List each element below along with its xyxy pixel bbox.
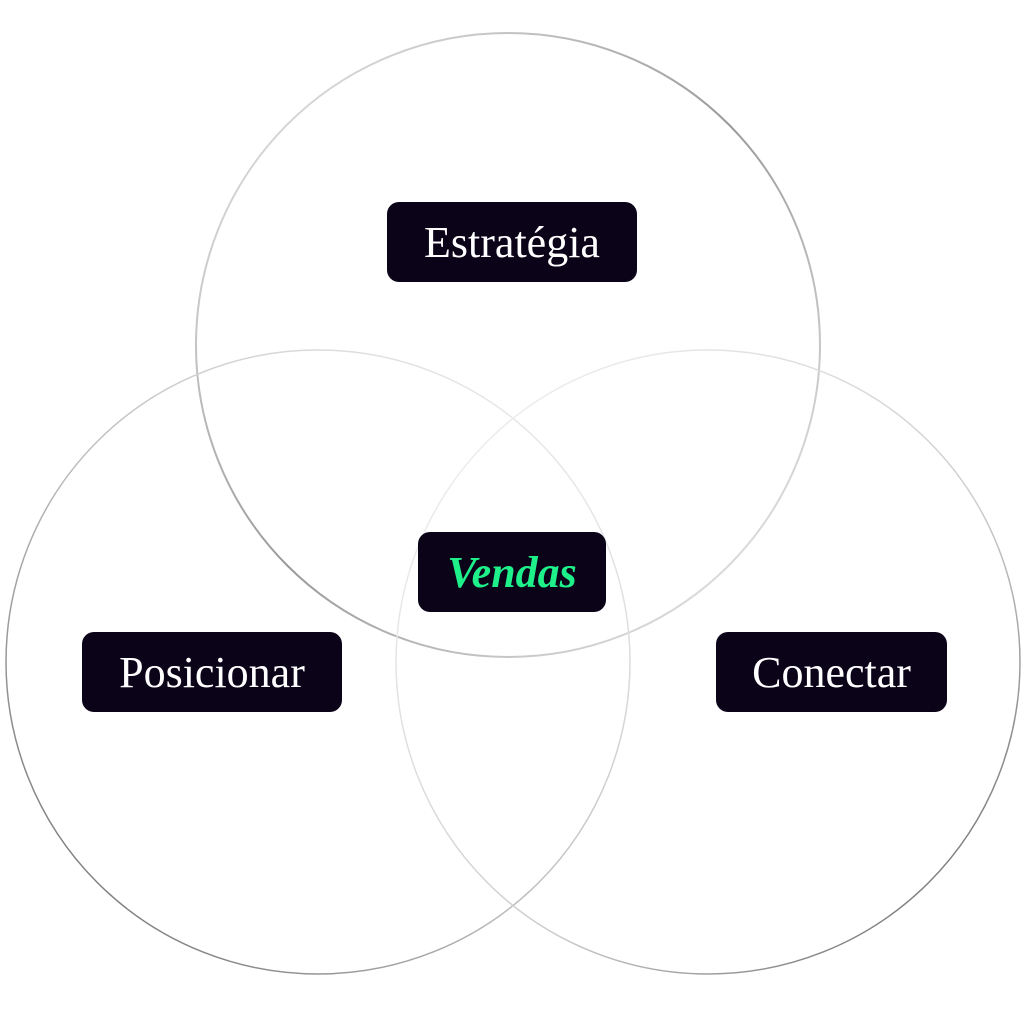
circle-estrategia — [195, 32, 821, 658]
label-posicionar: Posicionar — [82, 632, 342, 712]
label-vendas: Vendas — [418, 532, 606, 612]
label-estrategia: Estratégia — [387, 202, 637, 282]
circle-posicionar — [5, 349, 631, 975]
label-conectar: Conectar — [716, 632, 947, 712]
circle-conectar — [395, 349, 1021, 975]
